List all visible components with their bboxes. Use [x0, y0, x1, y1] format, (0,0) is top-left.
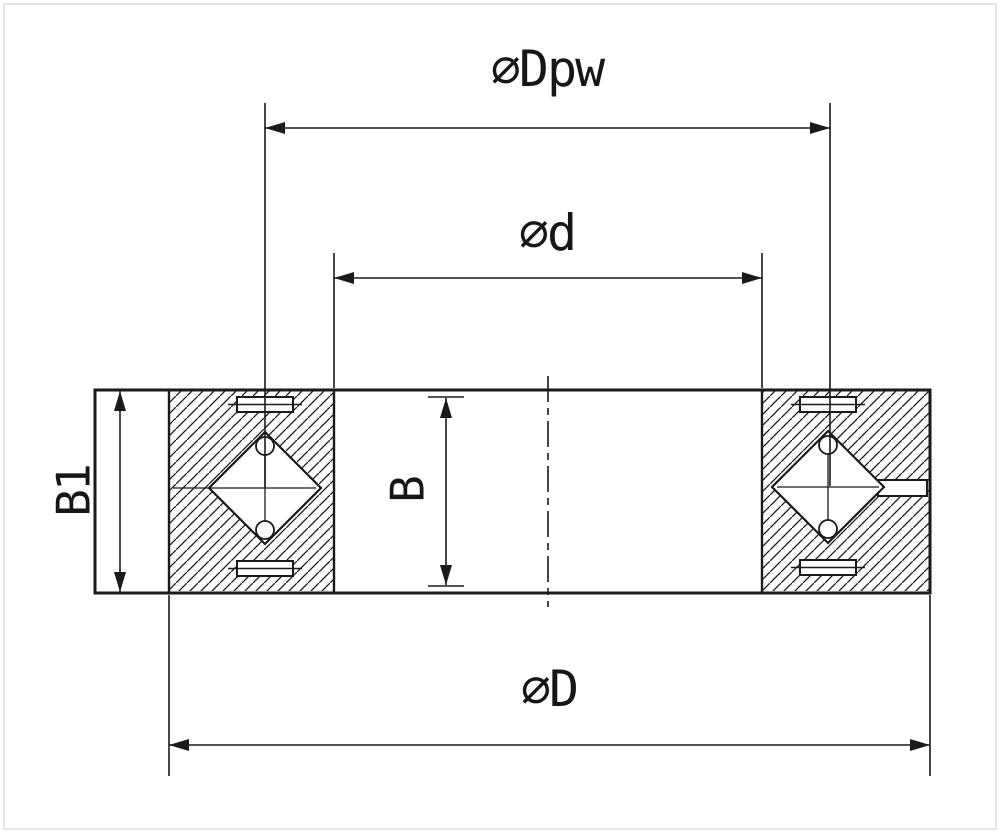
arrowhead	[114, 572, 126, 592]
label-pitch-diameter: ∅Dpw	[491, 40, 606, 98]
arrowhead	[265, 122, 285, 134]
roller-corner-circle-left-bottom	[255, 520, 275, 540]
arrowhead	[114, 391, 126, 411]
arrowhead	[742, 272, 762, 284]
arrowhead	[440, 398, 452, 418]
label-width-b: B	[381, 477, 435, 503]
arrowhead	[910, 739, 930, 751]
label-width-b1: B1	[47, 465, 101, 516]
arrowhead	[440, 565, 452, 585]
dimension-width-b1: B1	[47, 391, 126, 592]
outer-rect	[93, 388, 932, 595]
label-inner-diameter: ∅d	[519, 204, 575, 262]
roller-corner-circle-right-top	[818, 435, 838, 455]
bearing-outline	[93, 388, 932, 595]
roller-corner-circle-right-bottom	[818, 519, 838, 539]
dimension-width-b: B	[381, 396, 464, 587]
filler-plug-slot	[877, 479, 928, 497]
arrowhead	[810, 122, 830, 134]
right-roller-section	[763, 391, 929, 591]
arrowhead	[334, 272, 354, 284]
label-outer-diameter: ∅D	[521, 660, 577, 718]
dimension-pitch-diameter: ∅Dpw	[264, 40, 831, 487]
dimension-outer-diameter: ∅D	[168, 595, 931, 776]
left-roller-section	[170, 391, 333, 591]
dimension-inner-diameter: ∅d	[333, 204, 763, 388]
arrowhead	[169, 739, 189, 751]
